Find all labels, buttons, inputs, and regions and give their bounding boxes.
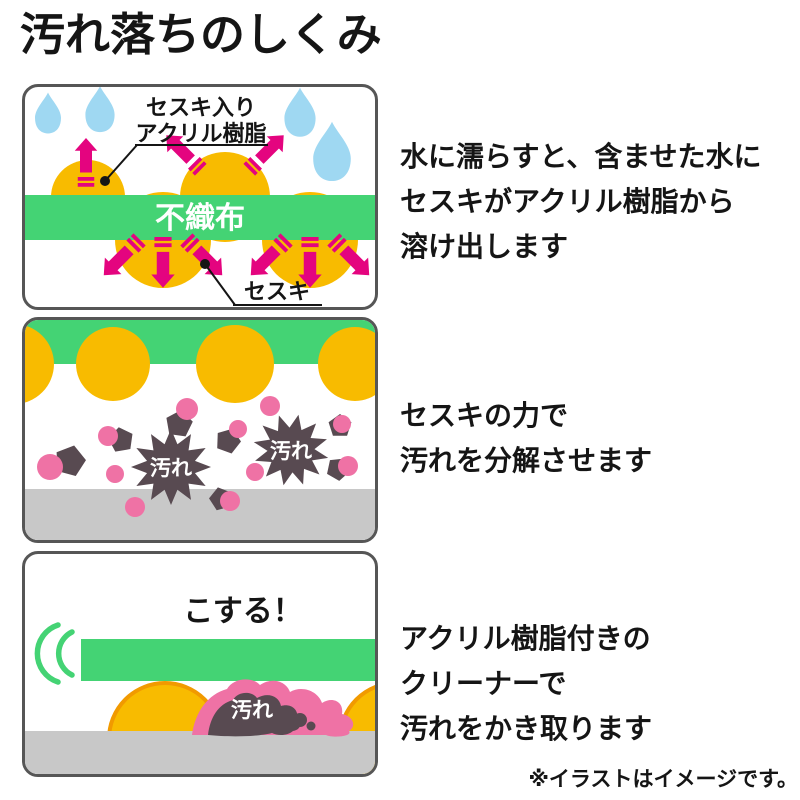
dirt-smear-core: [207, 692, 300, 736]
water-drop-icon: [312, 121, 351, 181]
dirt-splats: 汚れ 汚れ: [130, 406, 336, 505]
water-drop-icon: [34, 92, 61, 133]
dirt-label: 汚れ: [231, 699, 273, 722]
floor-surface: [25, 488, 375, 540]
leader-line: [103, 143, 138, 182]
floor-surface: [25, 730, 375, 774]
sesqui-particle: [36, 453, 63, 480]
sesqui-particle: [245, 462, 264, 481]
resin-beads: [25, 324, 375, 403]
caption-line: 溶け出します: [400, 231, 569, 262]
fabric-label: 不織布: [155, 202, 245, 235]
sesqui-particle: [175, 397, 198, 420]
caption-line: クリーナーで: [400, 668, 567, 699]
cleaner-band: [80, 638, 375, 681]
dirt-smear: 汚れ: [191, 678, 353, 737]
caption-line: アクリル樹脂付きの: [400, 623, 651, 654]
callout-sesqui: セスキ: [199, 258, 322, 306]
panel-step1-wetting: 不織布 セスキ入り: [22, 84, 378, 310]
caption-line: セスキの力で: [400, 400, 569, 431]
nonwoven-fabric-band: [25, 194, 375, 240]
callout-resin-line2: アクリル樹脂: [135, 121, 266, 146]
dirt-bit: [306, 721, 315, 730]
caption-line: 汚れを分解させます: [400, 445, 653, 476]
sesqui-particle: [332, 414, 351, 433]
panel-step2-decompose: 汚れ 汚れ: [22, 317, 378, 543]
callout-dot: [199, 258, 210, 269]
sesqui-particle: [219, 490, 240, 511]
callout-resin-line1: セスキ入り: [145, 95, 255, 120]
caption-step2: セスキの力で 汚れを分解させます: [400, 393, 652, 483]
motion-lines-icon: [34, 621, 75, 685]
caption-line: 水に濡らすと、含ませた水に: [400, 141, 762, 172]
sesqui-particle: [337, 455, 358, 476]
water-drop-icon: [84, 87, 115, 132]
callout-dot: [99, 175, 110, 186]
sesqui-particles: [36, 395, 358, 517]
sesqui-particle: [124, 496, 145, 517]
step3-illustration: 汚れ こする！: [25, 595, 375, 774]
page-title: 汚れ落ちのしくみ: [20, 9, 382, 60]
panel-step3-scrub: 汚れ こする！: [22, 551, 378, 777]
dirt-label: 汚れ: [150, 457, 192, 480]
callout-sesqui-label: セスキ: [243, 279, 309, 304]
sesqui-particle: [228, 419, 247, 438]
caption-line: セスキがアクリル樹脂から: [400, 186, 735, 217]
caption-step3: アクリル樹脂付きの クリーナーで 汚れをかき取ります: [400, 616, 652, 751]
callout-resin: セスキ入り アクリル樹脂: [99, 95, 268, 186]
scrub-action-label: こする！: [183, 595, 302, 628]
sesqui-particle: [105, 464, 124, 483]
sesqui-particle: [97, 425, 118, 446]
caption-step1: 水に濡らすと、含ませた水に セスキがアクリル樹脂から 溶け出します: [400, 134, 761, 269]
sesqui-particle: [259, 395, 280, 416]
step2-illustration: 汚れ 汚れ: [25, 320, 375, 540]
caption-line: 汚れをかき取ります: [400, 713, 653, 744]
dirt-label: 汚れ: [270, 440, 312, 463]
leader-line: [203, 262, 236, 306]
dirt-bit: [292, 712, 307, 727]
step1-illustration: 不織布 セスキ入り: [25, 87, 375, 306]
footnote: ※イラストはイメージです。: [528, 768, 798, 791]
water-drop-icon: [283, 87, 316, 137]
